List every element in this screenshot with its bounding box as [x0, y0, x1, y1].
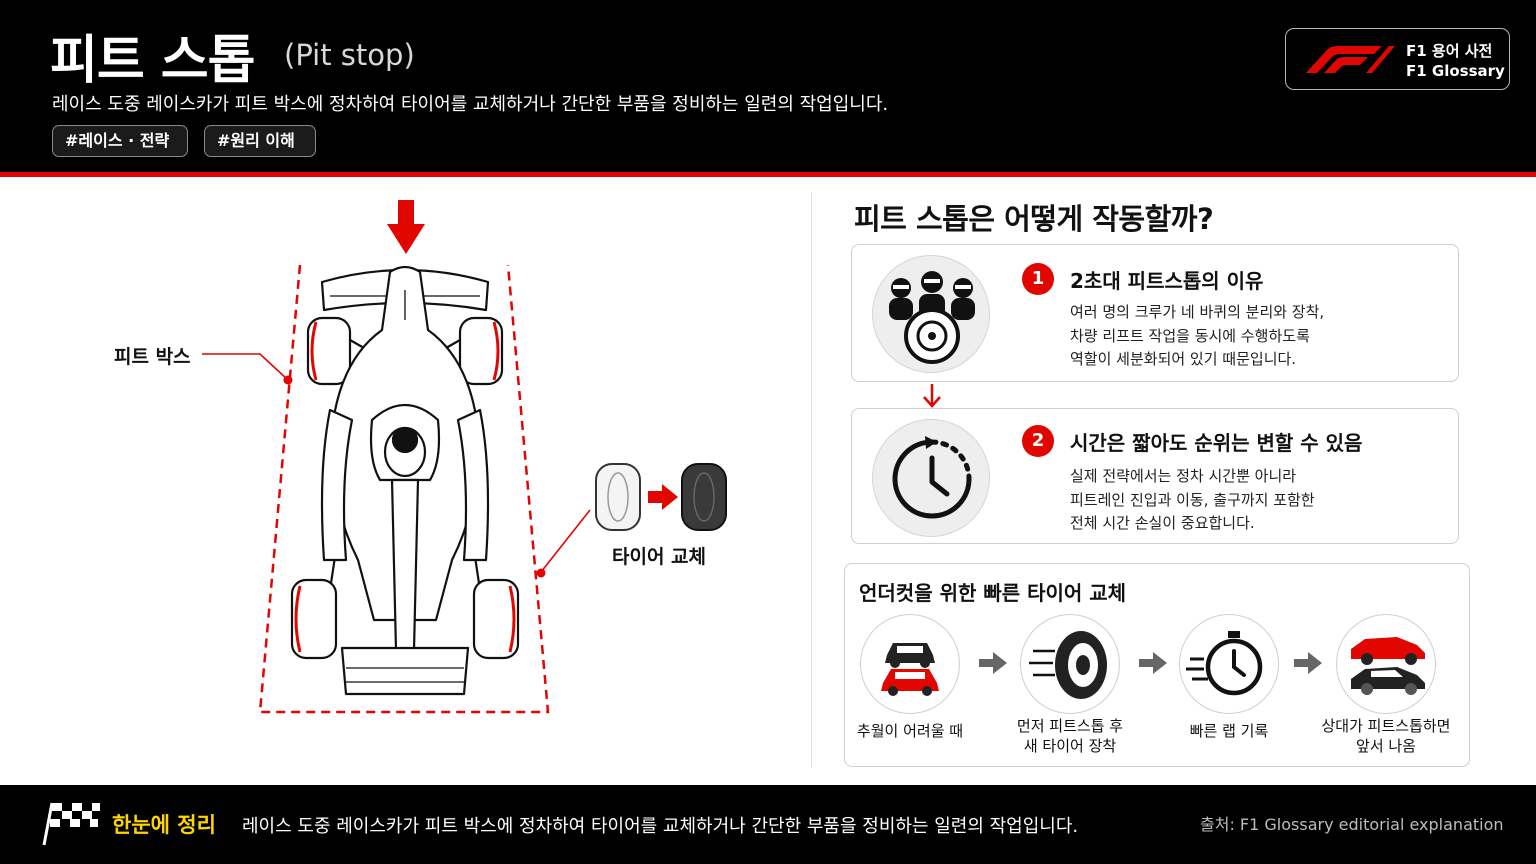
footer: 한눈에 정리 레이스 도중 레이스카가 피트 박스에 정차하여 타이어를 교체하… — [0, 785, 1536, 864]
header: 피트 스톱 (Pit stop) 레이스 도중 레이스카가 피트 박스에 정차하… — [0, 0, 1536, 172]
page-title: 피트 스톱 — [50, 31, 255, 91]
tag-principle[interactable]: #원리 이해 — [204, 125, 316, 157]
pit-stop-illustration — [202, 200, 727, 714]
tire-icon — [1020, 614, 1120, 714]
tire-change-label: 타이어 교체 — [612, 546, 707, 568]
step-text-line: 여러 명의 크루가 네 바퀴의 분리와 장착, — [1070, 303, 1325, 321]
undercut-step-label: 상대가 피트스톱하면 앞서 나옴 — [1311, 716, 1461, 756]
undercut-step-line: 상대가 피트스톱하면 — [1321, 717, 1451, 735]
undercut-step-label: 추월이 어려울 때 — [856, 722, 964, 740]
step-heading: 시간은 짧아도 순위는 변할 수 있음 — [1070, 431, 1363, 455]
step-heading: 2초대 피트스톱의 이유 — [1070, 269, 1264, 293]
step-text-line: 피트레인 진입과 이동, 출구까지 포함한 — [1070, 491, 1315, 509]
stopwatch-icon — [1179, 614, 1279, 714]
stopwatch-clock-icon — [872, 419, 990, 537]
step-text-line: 실제 전략에서는 정차 시간뿐 아니라 — [1070, 467, 1297, 485]
flow-arrow-icon — [1294, 652, 1322, 674]
step-text-line: 전체 시간 손실이 중요합니다. — [1070, 514, 1255, 532]
overtake-cars-icon — [1336, 614, 1436, 714]
race-car-icon — [290, 265, 520, 696]
pit-box-leader — [202, 353, 289, 381]
undercut-step-label: 먼저 피트스톱 후 새 타이어 장착 — [1000, 716, 1140, 756]
step-text-line: 역할이 세분화되어 있기 때문입니다. — [1070, 350, 1297, 368]
undercut-step-line: 먼저 피트스톱 후 — [1016, 717, 1124, 735]
step-text-line: 차량 리프트 작업을 동시에 수행하도록 — [1070, 327, 1310, 345]
undercut-panel: 언더컷을 위한 빠른 타이어 교체 추월이 어려울 때 먼저 피트스톱 후 새 … — [844, 563, 1470, 767]
step-down-arrow-icon — [923, 384, 941, 408]
how-it-works-title: 피트 스톱은 어떻게 작동할까? — [854, 202, 1214, 236]
tire-change-leader — [540, 509, 591, 573]
flow-arrow-icon — [1139, 652, 1167, 674]
summary-label: 한눈에 정리 — [112, 813, 216, 837]
undercut-step-line: 새 타이어 장착 — [1023, 737, 1117, 755]
page-title-english: (Pit stop) — [284, 38, 415, 72]
f1-logo-icon — [1306, 46, 1395, 73]
pit-box-outline — [258, 264, 550, 714]
tag-race-strategy[interactable]: #레이스 · 전략 — [52, 125, 188, 157]
two-cars-icon — [860, 614, 960, 714]
checkered-flag-icon — [42, 802, 100, 846]
header-accent-rule — [0, 172, 1536, 177]
pit-crew-icon — [872, 255, 990, 373]
undercut-step-label: 빠른 랩 기록 — [1189, 722, 1269, 740]
tire-swap-icon — [595, 463, 727, 531]
logo-line-ko: F1 용어 사전 — [1406, 42, 1493, 60]
source-credit: 출처: F1 Glossary editorial explanation — [1200, 815, 1504, 834]
entry-arrow-icon — [387, 200, 425, 254]
step-card-2: 2 시간은 짧아도 순위는 변할 수 있음 실제 전략에서는 정차 시간뿐 아니… — [851, 408, 1459, 544]
step-number-badge: 2 — [1022, 425, 1054, 457]
step-number-badge: 1 — [1022, 263, 1054, 295]
flow-arrow-icon — [979, 652, 1007, 674]
panel-divider — [811, 192, 812, 768]
page-description: 레이스 도중 레이스카가 피트 박스에 정차하여 타이어를 교체하거나 간단한 … — [52, 94, 889, 115]
undercut-title: 언더컷을 위한 빠른 타이어 교체 — [859, 581, 1127, 605]
logo-line-en: F1 Glossary — [1406, 62, 1505, 80]
pit-box-label: 피트 박스 — [114, 346, 191, 368]
summary-text: 레이스 도중 레이스카가 피트 박스에 정차하여 타이어를 교체하거나 간단한 … — [242, 816, 1079, 837]
step-card-1: 1 2초대 피트스톱의 이유 여러 명의 크루가 네 바퀴의 분리와 장착, 차… — [851, 244, 1459, 382]
undercut-step-line: 앞서 나옴 — [1356, 737, 1416, 755]
glossary-logo-box: F1 용어 사전 F1 Glossary — [1285, 28, 1510, 90]
